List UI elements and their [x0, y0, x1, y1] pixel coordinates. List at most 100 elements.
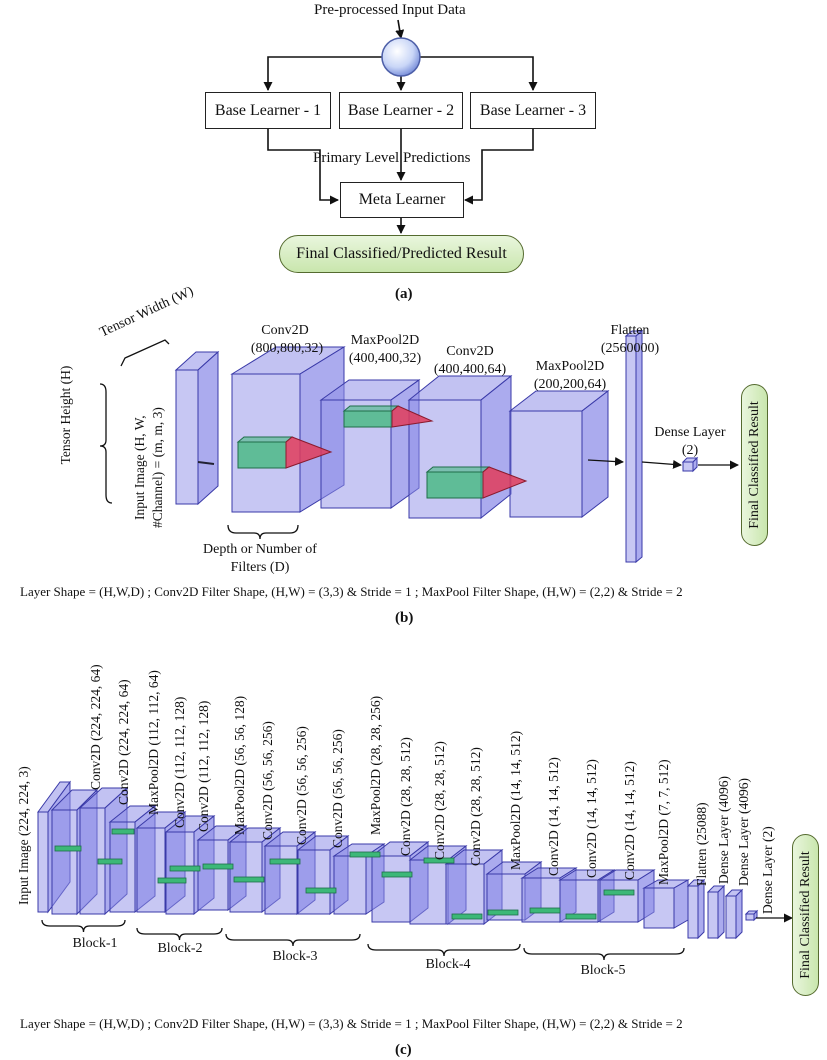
pool1-filter-box — [343, 410, 393, 428]
conv2-filter-cone — [482, 466, 528, 499]
pool2-shape: (200,200,64) — [533, 377, 607, 392]
block-3-label: Block-3 — [272, 949, 318, 964]
conv1-name: Conv2D — [261, 323, 309, 338]
vgg-layer-label-15: MaxPool2D (14, 14, 512) — [508, 730, 523, 870]
vgg-layer-label-4: MaxPool2D (112, 112, 64) — [146, 670, 161, 815]
input-image-line2: #Channel) = (m, m, 3) — [150, 407, 165, 528]
vgg-layer-label-1: Input Image (224, 224, 3) — [16, 766, 31, 905]
caption-b: (b) — [395, 610, 414, 626]
conv2-filter — [425, 466, 528, 499]
pool2-name: MaxPool2D — [535, 359, 605, 374]
filter-rod-6 — [202, 863, 234, 870]
vgg-layer-19 — [642, 879, 690, 929]
vgg-layer-label-20: Flatten (25088) — [694, 802, 709, 886]
input-image-slab-side — [197, 350, 219, 506]
filter-rod-5 — [169, 865, 201, 872]
arrow-pool-to-flatten — [587, 457, 624, 467]
dense-cube — [681, 456, 699, 473]
input-image-slab — [174, 350, 220, 506]
vgg-layer-1-front — [37, 811, 49, 913]
pool2-cuboid-side — [581, 389, 609, 519]
base-learner-2: Base Learner - 2 — [339, 92, 463, 129]
vgg-layer-10-front — [297, 849, 331, 915]
filter-rod-8 — [269, 858, 301, 865]
block-2-label: Block-2 — [157, 941, 203, 956]
filter-rod-9 — [305, 887, 337, 894]
vgg-layer-22-front — [725, 895, 737, 939]
filter-rod-12 — [423, 857, 455, 864]
vgg-layer-20-front — [687, 885, 699, 939]
vgg-layer-19-side — [673, 879, 689, 929]
vgg-layer-7-front — [197, 839, 229, 911]
pool1-filter — [342, 405, 434, 428]
block-1-brace — [41, 919, 126, 933]
final-result-text-c: Final Classified Result — [797, 851, 813, 979]
filter-rod-16 — [565, 913, 597, 920]
height-brace — [99, 383, 113, 504]
input-image-slab-front — [175, 369, 199, 505]
dense-cube-front — [682, 461, 694, 472]
meta-learner-box: Meta Learner — [340, 182, 464, 218]
filter-rod-1 — [54, 845, 82, 852]
block-5-label: Block-5 — [580, 963, 626, 978]
conv2-filter-box-top — [425, 466, 491, 473]
block-1-label: Block-1 — [72, 936, 118, 951]
caption-c: (c) — [395, 1042, 412, 1058]
caption-a: (a) — [395, 286, 413, 302]
pool1-cuboid — [319, 379, 421, 509]
vgg-layer-13-front — [409, 859, 449, 925]
vgg-layer-label-12: Conv2D (28, 28, 512) — [398, 737, 413, 856]
vgg-layer-21 — [706, 884, 726, 940]
vgg-layer-18-front — [599, 879, 639, 923]
dense-name: Dense Layer — [654, 425, 726, 440]
vgg-layer-22-side — [735, 888, 743, 940]
filter-rod-11 — [381, 871, 413, 878]
conv1-filter-box-top — [236, 436, 294, 443]
block-2-brace — [136, 927, 223, 941]
vgg-layer-label-3: Conv2D (224, 224, 64) — [116, 679, 131, 805]
input-filter-mark — [197, 461, 215, 465]
input-data-label: Pre-processed Input Data — [314, 2, 466, 18]
vgg-layer-label-13: Conv2D (28, 28, 512) — [432, 741, 447, 860]
depth-brace — [227, 524, 299, 540]
conv1-filter-cone — [285, 436, 333, 469]
filter-rod-15 — [529, 907, 561, 914]
conv2-name: Conv2D — [446, 344, 494, 359]
vgg-layer-label-14: Conv2D (28, 28, 512) — [468, 747, 483, 866]
vgg-layer-20-side — [697, 878, 705, 940]
vgg-layer-label-5: Conv2D (112, 112, 128) — [172, 696, 187, 828]
flatten-bar-side — [635, 329, 643, 564]
filter-rod-3 — [111, 828, 135, 835]
flatten-bar — [624, 329, 644, 564]
vgg-layer-11-front — [333, 855, 367, 915]
vgg-layer-label-16: Conv2D (14, 14, 512) — [546, 757, 561, 876]
pool1-filter-cone — [391, 405, 434, 428]
note-b: Layer Shape = (H,W,D) ; Conv2D Filter Sh… — [20, 584, 683, 599]
block-4-brace — [367, 943, 521, 957]
vgg-layer-label-18: Conv2D (14, 14, 512) — [622, 761, 637, 880]
pool2-cuboid-front — [509, 410, 583, 518]
final-result-text-b: Final Classified Result — [746, 401, 762, 529]
block-5-brace — [523, 947, 685, 961]
dense-shape: (2) — [681, 443, 699, 458]
vgg-layer-label-6: Conv2D (112, 112, 128) — [196, 700, 211, 832]
vgg-layer-label-2: Conv2D (224, 224, 64) — [88, 664, 103, 790]
conv2-shape: (400,400,64) — [433, 362, 507, 377]
flatten-name: Flatten — [610, 323, 650, 338]
vgg-layer-label-11: MaxPool2D (28, 28, 256) — [368, 695, 383, 835]
input-image-line1: Input Image (H, W, — [132, 415, 147, 520]
filter-rod-17 — [603, 889, 635, 896]
vgg-layer-12-front — [371, 855, 411, 923]
conv1-filter — [236, 436, 333, 469]
vgg-layer-label-9: Conv2D (56, 56, 256) — [294, 726, 309, 845]
flatten-shape: (2560000) — [600, 341, 660, 356]
final-result-pill-c: Final Classified Result — [792, 834, 819, 996]
vgg-layer-label-7: MaxPool2D (56, 56, 128) — [232, 695, 247, 835]
vgg-layer-label-23: Dense Layer (2) — [760, 826, 775, 914]
primary-predictions-label: Primary Level Predictions — [313, 150, 471, 166]
vgg-layer-9-front — [264, 845, 298, 915]
filter-rod-2 — [97, 858, 123, 865]
filter-rod-7 — [233, 876, 265, 883]
filter-rod-10 — [349, 851, 381, 858]
filter-rod-4 — [157, 877, 187, 884]
